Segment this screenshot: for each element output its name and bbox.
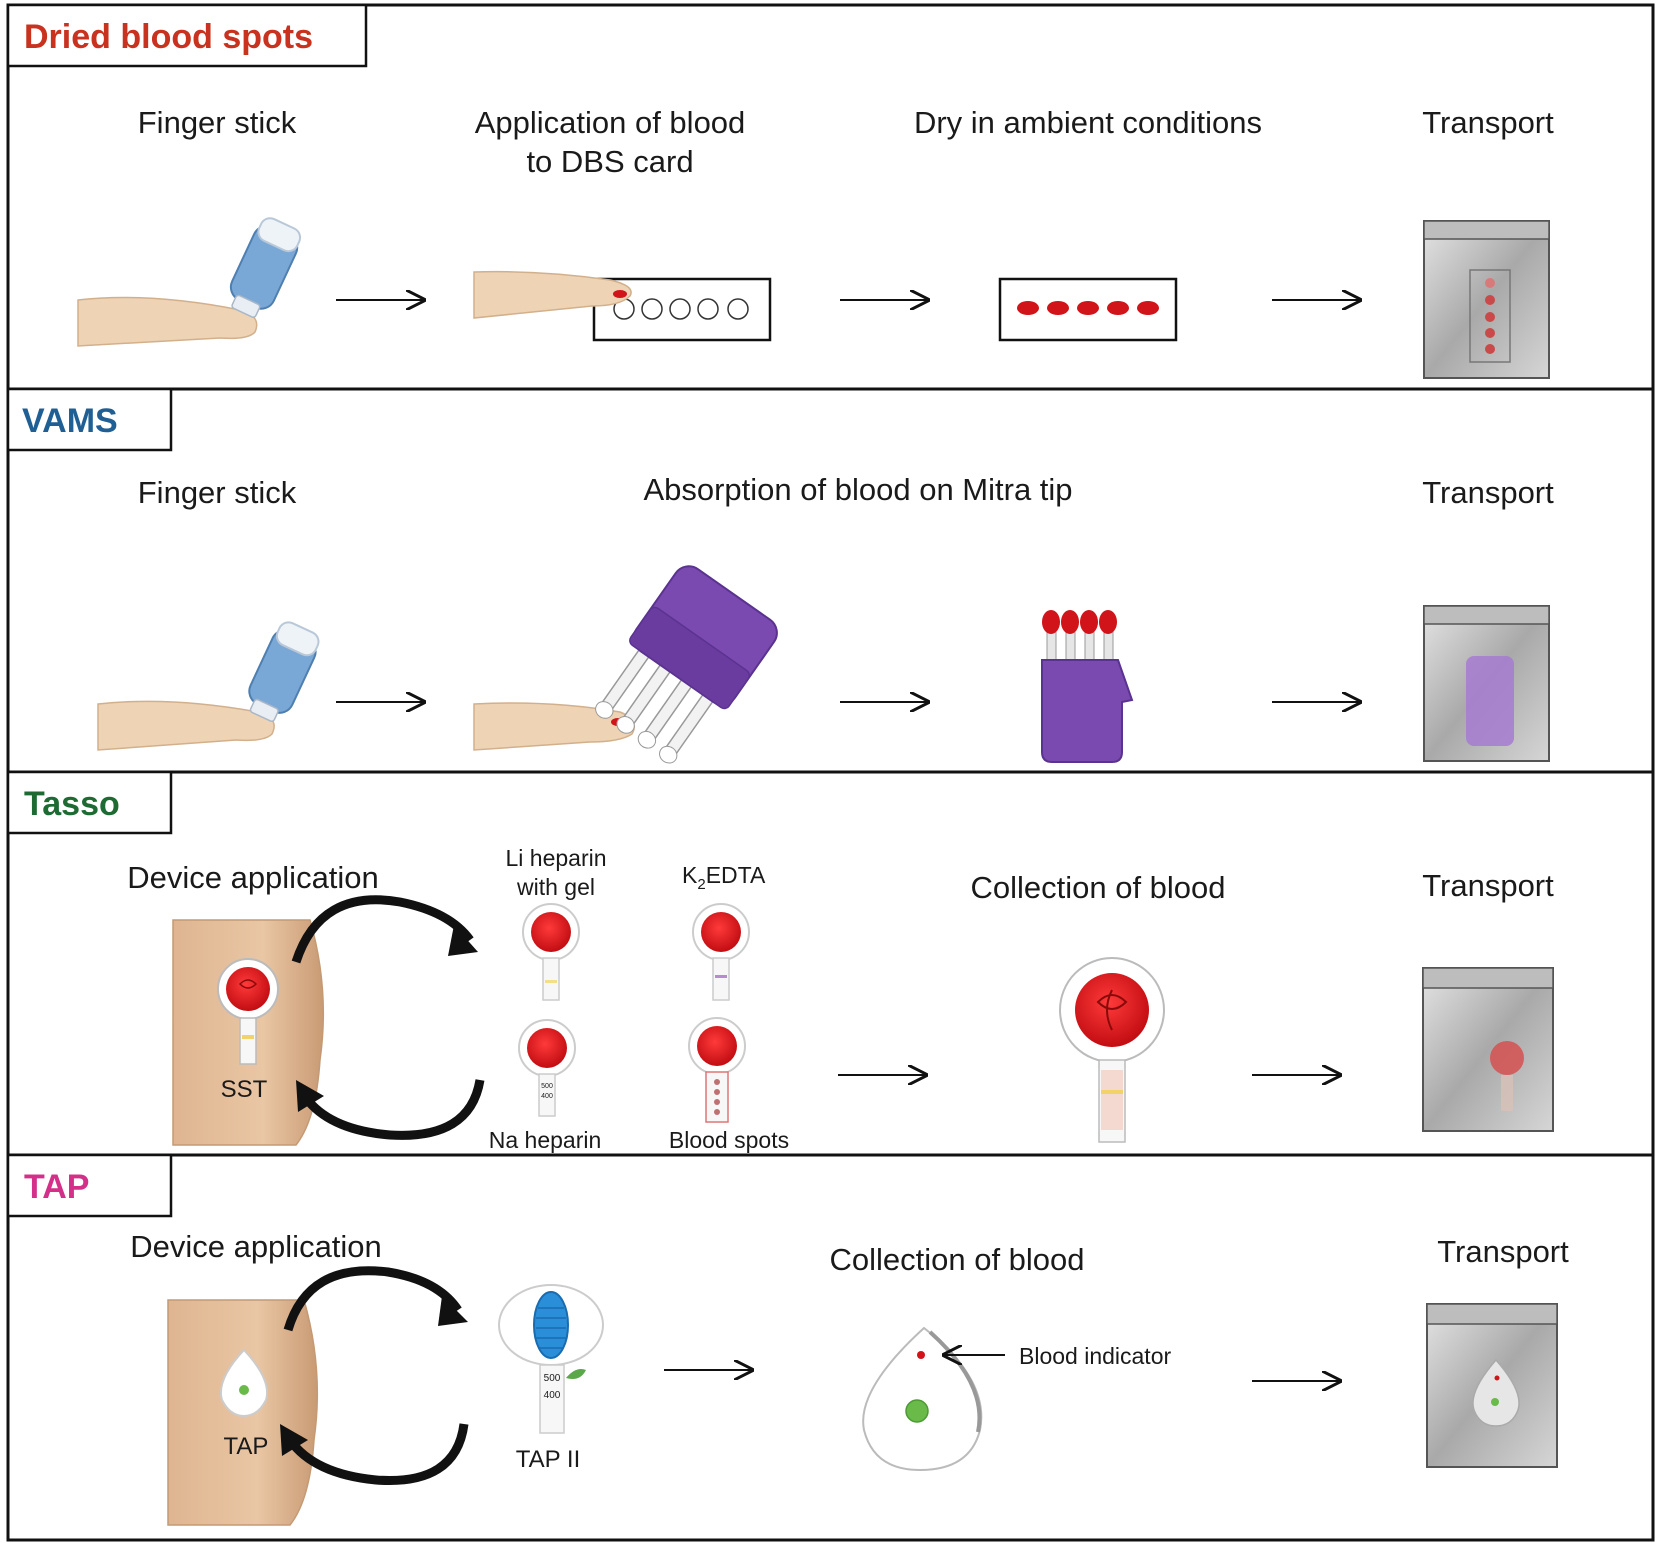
panel-title-box bbox=[6, 1153, 173, 1218]
step-label-device-application: Device application bbox=[130, 1229, 382, 1264]
cycle-arrow-head bbox=[448, 925, 478, 956]
device-label-tap: TAP bbox=[224, 1433, 269, 1460]
step-label-transport: Transport bbox=[1422, 475, 1554, 510]
tube-label-li-heparin-2: with gel bbox=[516, 874, 595, 900]
tasso-na-heparin-tube-icon: 500 400 bbox=[518, 1019, 576, 1117]
panel-tap: TAP Device application Collection of blo… bbox=[6, 1153, 1569, 1526]
cycle-arrow-icon bbox=[302, 1079, 485, 1140]
dried-card-icon bbox=[998, 277, 1178, 342]
step-label-absorption: Absorption of blood on Mitra tip bbox=[643, 472, 1072, 507]
tube-label-na-heparin: Na heparin bbox=[489, 1127, 602, 1153]
scale-label: 500 bbox=[544, 1373, 561, 1384]
finger-icon bbox=[473, 270, 632, 319]
device-label-sst: SST bbox=[221, 1076, 268, 1103]
tap-ii-device-icon: 500 400 bbox=[498, 1284, 604, 1434]
panel-title: TAP bbox=[24, 1168, 89, 1206]
step-label-collection: Collection of blood bbox=[970, 870, 1225, 905]
step-label-collection: Collection of blood bbox=[829, 1242, 1084, 1277]
scale-label: 400 bbox=[544, 1390, 561, 1401]
panel-title: VAMS bbox=[22, 402, 118, 440]
scale-label: 400 bbox=[541, 1093, 553, 1100]
step-label-dry: Dry in ambient conditions bbox=[914, 105, 1262, 140]
step-label-transport: Transport bbox=[1437, 1234, 1569, 1269]
tube-label-blood-spots: Blood spots bbox=[669, 1127, 789, 1153]
tasso-sst-device-icon bbox=[217, 958, 279, 1065]
panel-vams: VAMS Finger stick Absorption of blood on… bbox=[6, 387, 1554, 764]
cycle-arrow-head bbox=[280, 1424, 308, 1456]
tasso-li-heparin-tube-icon bbox=[522, 903, 580, 1001]
panel-title-box bbox=[6, 3, 368, 68]
step-label-application: Application of blood bbox=[475, 105, 746, 140]
tap-collection-device-icon bbox=[862, 1326, 983, 1472]
panel-title-box bbox=[6, 770, 173, 835]
transport-bag-icon bbox=[1422, 967, 1554, 1132]
transport-bag-icon bbox=[1426, 1303, 1558, 1468]
mitra-collected-icon bbox=[1041, 610, 1134, 763]
tasso-k2edta-tube-icon bbox=[692, 903, 750, 1001]
step-label-transport: Transport bbox=[1422, 868, 1554, 903]
tap-device-icon bbox=[220, 1348, 268, 1418]
mitra-sampler-icon bbox=[595, 565, 778, 764]
cycle-arrow-head bbox=[296, 1080, 324, 1112]
cycle-arrow-icon bbox=[291, 895, 474, 964]
cycle-arrow-icon bbox=[286, 1423, 469, 1486]
cycle-arrow-head bbox=[438, 1296, 468, 1326]
device-label-tap-ii: TAP II bbox=[516, 1446, 580, 1473]
tube-label-li-heparin: Li heparin bbox=[505, 845, 606, 871]
transport-bag-icon bbox=[1423, 220, 1550, 379]
panel-title-box bbox=[6, 387, 173, 452]
panel-title: Tasso bbox=[24, 785, 120, 823]
transport-bag-icon bbox=[1423, 605, 1550, 762]
step-label-device-application: Device application bbox=[127, 860, 379, 895]
scale-label: 500 bbox=[541, 1083, 553, 1090]
panel-tasso: Tasso Device application Li heparin with… bbox=[6, 770, 1554, 1153]
tube-label-k2edta: K2EDTA bbox=[682, 862, 766, 893]
tasso-blood-spots-device-icon bbox=[688, 1017, 746, 1123]
step-label-finger-stick: Finger stick bbox=[138, 475, 297, 510]
blood-indicator-label: Blood indicator bbox=[1019, 1343, 1171, 1369]
finger-icon bbox=[97, 700, 275, 751]
step-label-transport: Transport bbox=[1422, 105, 1554, 140]
tasso-collection-device-icon bbox=[1059, 957, 1165, 1143]
step-label-application-2: to DBS card bbox=[526, 144, 693, 179]
step-label-finger-stick: Finger stick bbox=[138, 105, 297, 140]
panel-title: Dried blood spots bbox=[24, 18, 313, 56]
finger-icon bbox=[77, 296, 258, 347]
panel-dbs: Dried blood spots Finger stick Applicati… bbox=[6, 3, 1554, 379]
lancet-icon bbox=[248, 621, 320, 723]
cycle-arrow-icon bbox=[283, 1266, 462, 1332]
lancet-icon bbox=[229, 217, 302, 318]
